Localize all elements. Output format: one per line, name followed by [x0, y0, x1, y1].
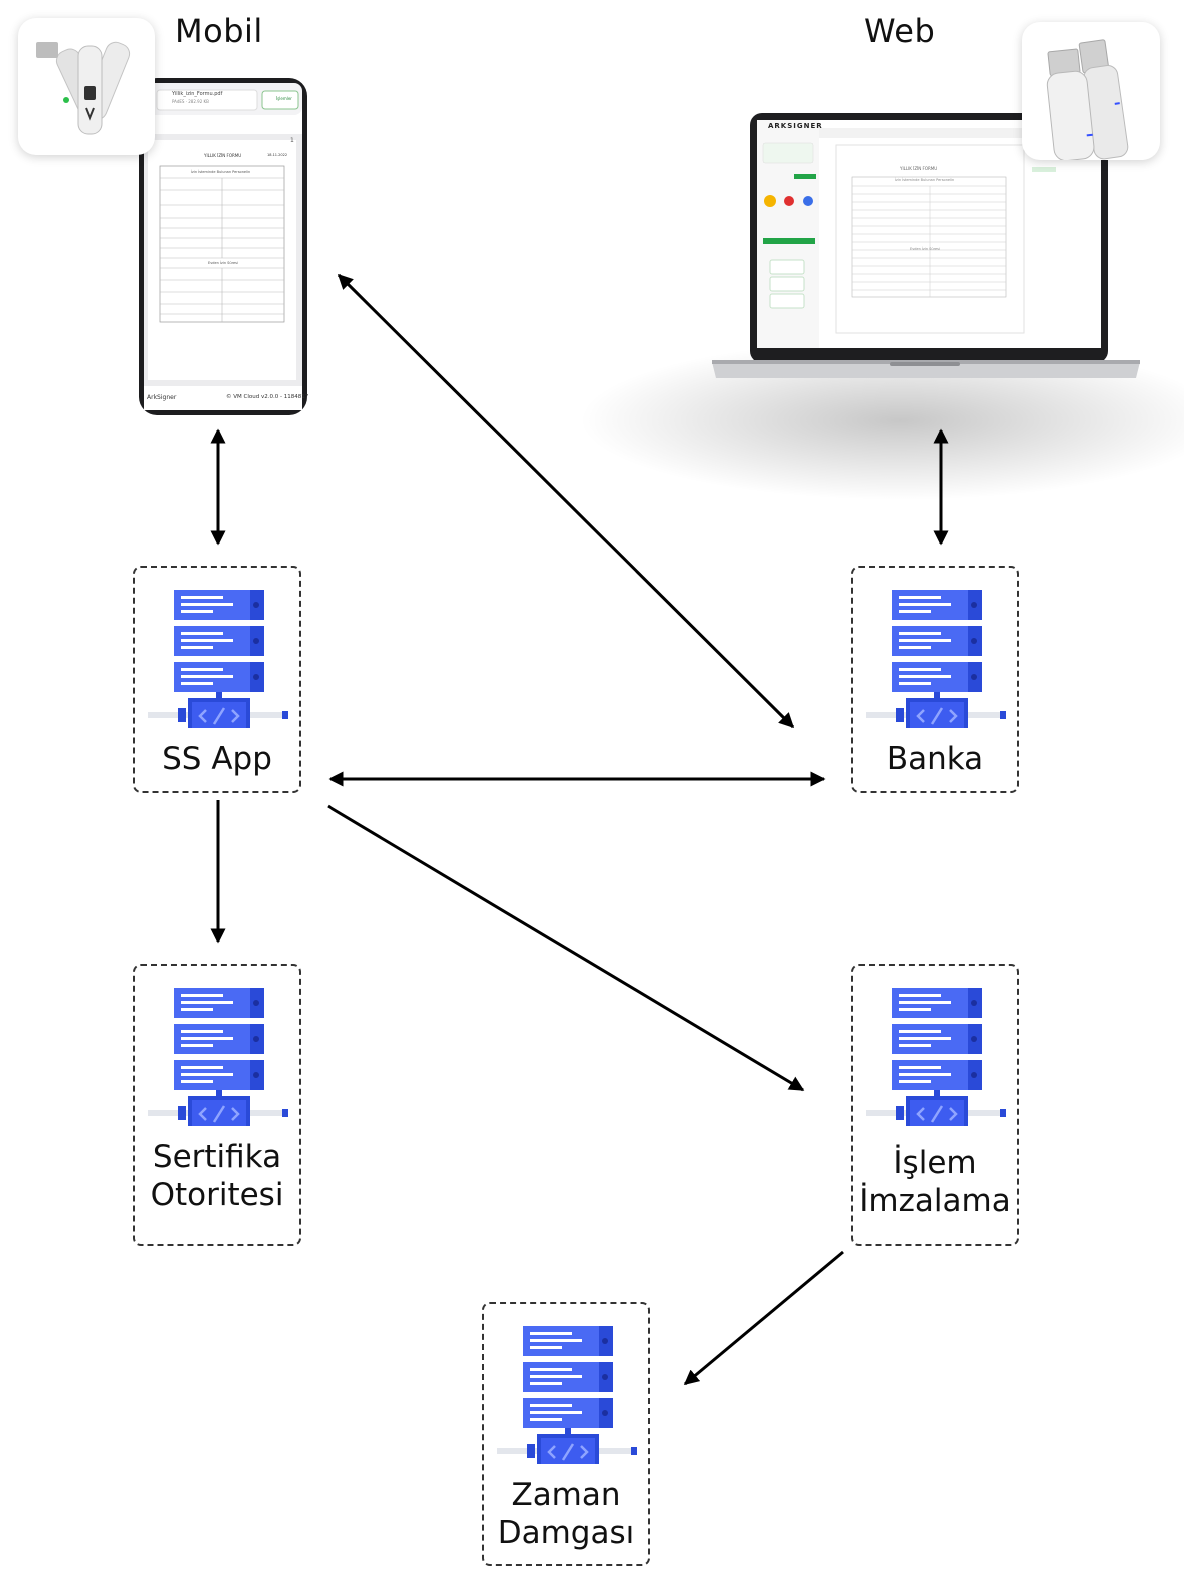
phone-doc-title: YILLIK İZİN FORMU — [204, 153, 242, 158]
node-ss-app-label: SS App — [162, 741, 272, 777]
web-token-tile — [1022, 22, 1160, 160]
node-banka-label: Banka — [886, 741, 984, 777]
node-sertifika-otoritesi: Sertifika Otoritesi — [133, 964, 301, 1246]
server-icon — [497, 1326, 637, 1464]
arrow-ssapp-islem — [327, 804, 805, 1092]
node-zaman-label: Zaman Damgası — [497, 1477, 635, 1551]
mobile-token-tile — [18, 18, 155, 155]
phone-footer-version: © VM Cloud v2.0.0 - 1184817 — [226, 394, 309, 400]
node-zaman-damgasi: Zaman Damgası — [482, 1302, 650, 1566]
server-icon — [148, 590, 288, 728]
phone-section-2: Evden İzin Süresi — [208, 261, 238, 265]
usb-token-icon — [36, 41, 131, 135]
arrow-islem-zaman — [683, 1250, 844, 1386]
arrow-mobile-banka — [337, 273, 795, 729]
phone-footer-brand: ArkSigner — [147, 394, 177, 401]
laptop-doc-title: YILLIK İZİN FORMU — [900, 166, 938, 171]
phone-file-name: Yillik_izin_Formu.pdf — [172, 91, 223, 97]
mobile-title: Mobil — [175, 12, 263, 50]
laptop-section-2: Evden İzin Süresi — [910, 247, 940, 251]
phone-doc-date: 18.11.2022 — [267, 153, 288, 157]
server-icon — [148, 988, 288, 1126]
node-ss-app: SS App — [133, 566, 301, 793]
node-islem-imzalama: İşlem İmzalama — [851, 964, 1019, 1246]
web-title: Web — [864, 12, 936, 50]
node-islem-label: İşlem İmzalama — [859, 1145, 1011, 1219]
server-icon — [866, 590, 1006, 728]
laptop-section-1: İzin İsteminde Bulunan Personelin — [895, 178, 955, 182]
phone-page-badge: 1 — [290, 137, 294, 144]
server-icon — [866, 988, 1006, 1126]
phone-sign-button[interactable]: İşlemler — [276, 96, 292, 101]
phone-section-1: İzin İsteminde Bulunan Personelin — [191, 170, 251, 174]
node-sertifika-label: Sertifika Otoritesi — [150, 1139, 284, 1213]
phone-file-meta: PAdES · 282.92 KB — [172, 99, 209, 104]
usb-stick-icon — [1046, 39, 1129, 160]
laptop-brand: ARKSIGNER — [768, 122, 823, 130]
node-banka: Banka — [851, 566, 1019, 793]
